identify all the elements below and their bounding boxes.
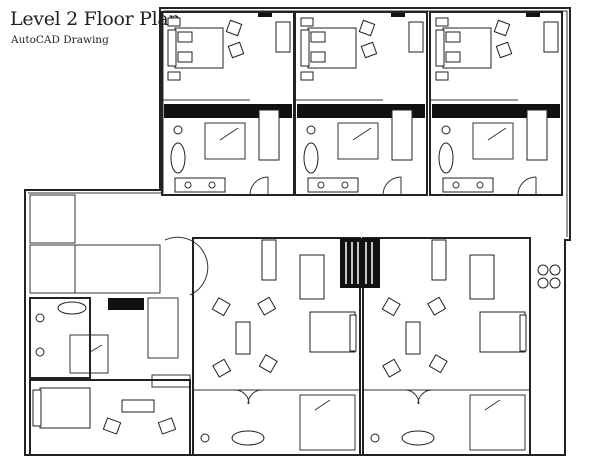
kitchen-counter (261, 239, 277, 281)
armchair (212, 358, 232, 378)
vanity (174, 177, 226, 193)
toilet (173, 125, 183, 135)
wardrobe (258, 109, 280, 161)
tv (258, 13, 272, 17)
sofa (235, 321, 251, 355)
lower-left-area (29, 194, 209, 456)
drawing-subtitle: AutoCAD Drawing (11, 34, 109, 46)
drawing-title: Level 2 Floor Plan (10, 8, 181, 30)
door (249, 176, 269, 196)
top-units (161, 11, 563, 196)
sofa (275, 21, 291, 53)
bed (309, 311, 356, 353)
armchair (225, 19, 243, 37)
armchair (227, 41, 245, 59)
armchair (258, 354, 278, 374)
bed (39, 387, 91, 429)
lower-suites (192, 237, 561, 456)
toilet (200, 433, 210, 443)
closet (204, 122, 246, 160)
armchair (211, 297, 231, 317)
outer-wall (24, 7, 571, 456)
bathtub (231, 430, 265, 446)
sofa (121, 399, 155, 413)
armchair (257, 296, 277, 316)
bathtub (170, 142, 186, 174)
door (234, 389, 263, 405)
